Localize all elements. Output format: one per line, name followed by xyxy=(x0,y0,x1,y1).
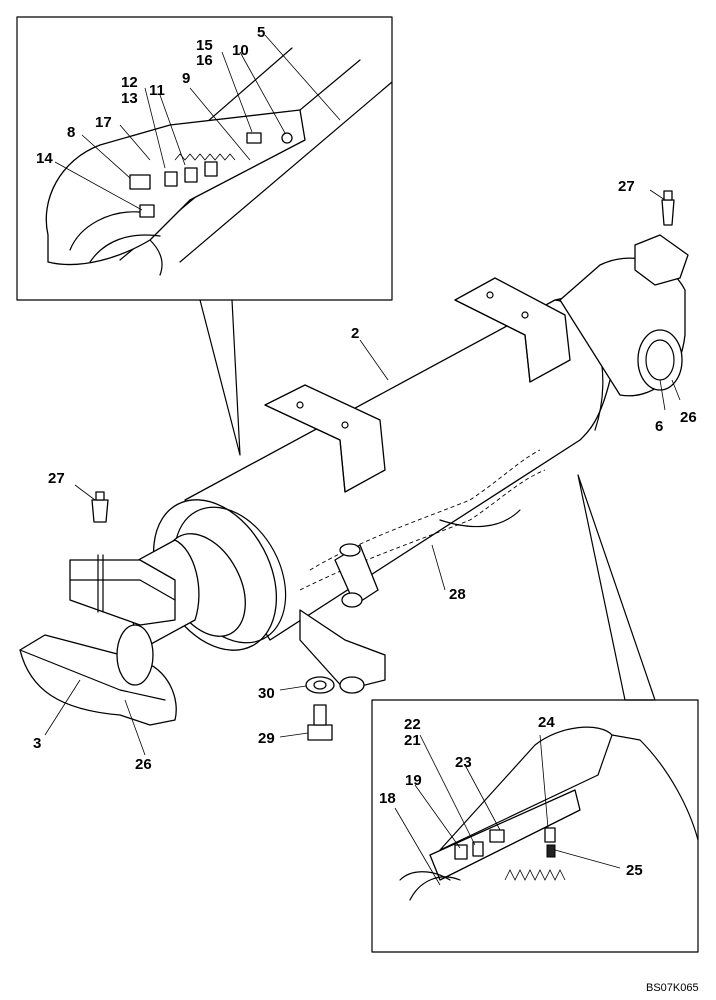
callout-label: 12 xyxy=(121,74,138,91)
callout-label: 29 xyxy=(258,730,275,747)
callout-label: 25 xyxy=(626,862,643,879)
callout-label: 2 xyxy=(351,325,359,342)
callout-label: 3 xyxy=(33,735,41,752)
callout-label: 26 xyxy=(135,756,152,773)
callout-label: 6 xyxy=(655,418,663,435)
top-detail-box xyxy=(16,16,393,301)
reference-code: BS07K065 xyxy=(646,982,699,994)
callout-label: 30 xyxy=(258,685,275,702)
callout-label: 26 xyxy=(680,409,697,426)
callout-label: 14 xyxy=(36,150,53,167)
callout-label: 16 xyxy=(196,52,213,69)
callout-label: 10 xyxy=(232,42,249,59)
callout-label: 17 xyxy=(95,114,112,131)
callout-label: 22 xyxy=(404,716,421,733)
callout-label: 28 xyxy=(449,586,466,603)
callout-label: 18 xyxy=(379,790,396,807)
callout-label: 27 xyxy=(618,178,635,195)
callout-label: 11 xyxy=(149,82,165,99)
callout-label: 21 xyxy=(404,732,421,749)
cylinder-assembly xyxy=(19,189,689,756)
callout-label: 19 xyxy=(405,772,422,789)
callout-label: 13 xyxy=(121,90,138,107)
callout-label: 27 xyxy=(48,470,65,487)
callout-label: 15 xyxy=(196,37,213,54)
callout-label: 8 xyxy=(67,124,75,141)
callout-label: 5 xyxy=(257,24,265,41)
callout-label: 23 xyxy=(455,754,472,771)
callout-label: 9 xyxy=(182,70,190,87)
callout-label: 24 xyxy=(538,714,555,731)
bottom-detail-box xyxy=(371,699,699,953)
